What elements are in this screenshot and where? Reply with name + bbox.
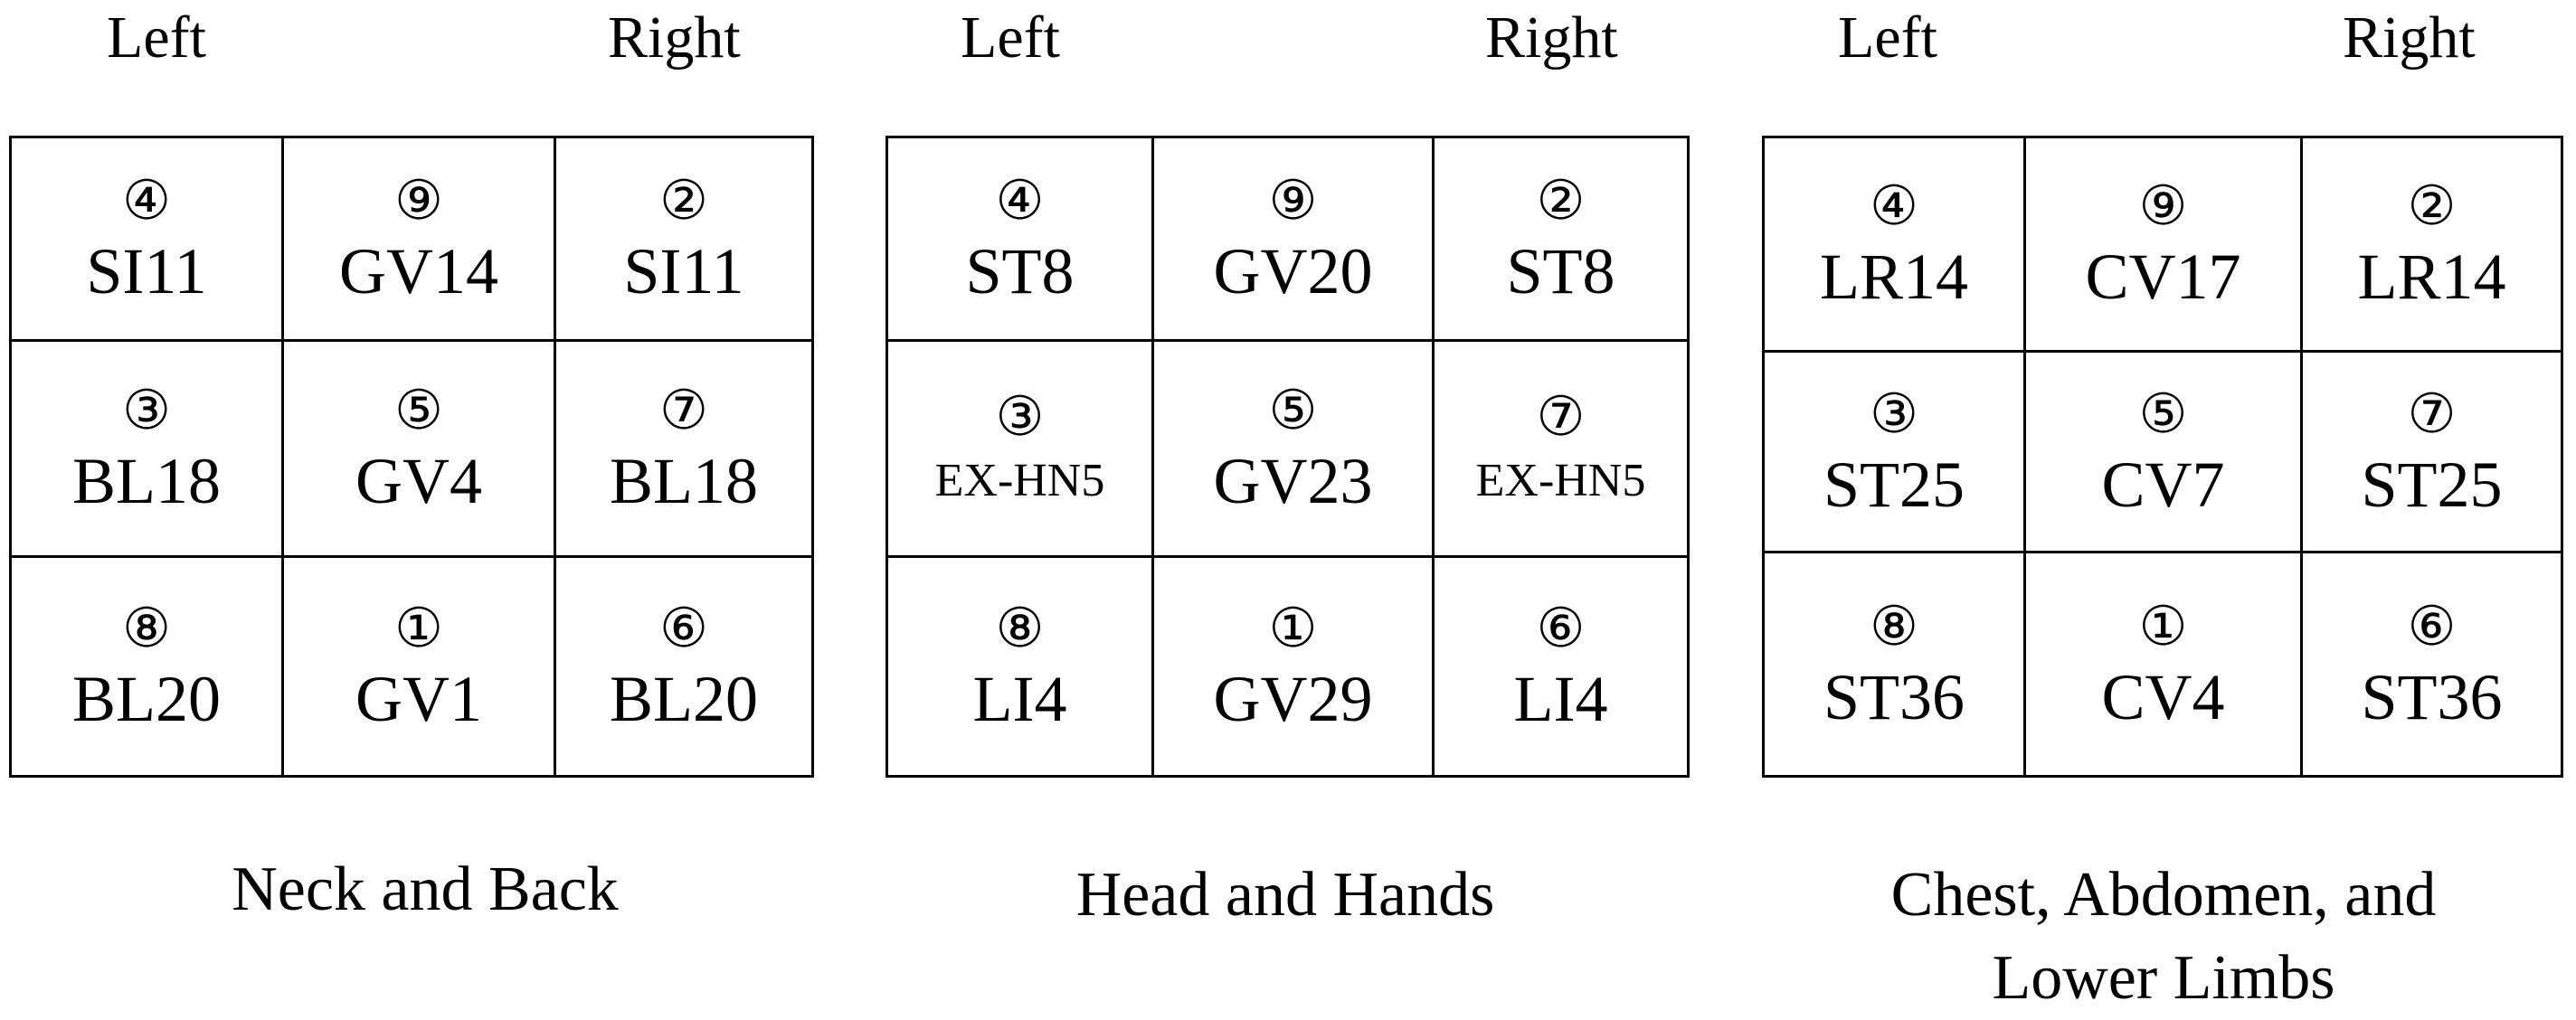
acupoint-code: ST8 [1506,235,1615,307]
acupoint-code: LI4 [972,663,1067,735]
order-number: ② [659,169,708,232]
order-number: ⑥ [1536,597,1586,660]
acupoint-code: BL18 [71,445,221,517]
acupoint-code: ST25 [2361,448,2503,521]
order-number: ① [2138,594,2188,658]
acupoint-code: ST36 [1823,660,1965,733]
acupoint-code: GV20 [1213,235,1373,307]
acupoint-code: EX-HN5 [934,455,1105,506]
acupoint-code: GV29 [1213,663,1373,735]
acupoint-code: GV23 [1213,445,1373,517]
order-number: ⑤ [394,379,443,442]
order-number: ③ [1870,382,1918,446]
order-number: ⑤ [1268,379,1318,442]
order-number: ⑥ [2407,594,2457,658]
order-number: ⑧ [122,597,171,660]
acupoint-code: EX-HN5 [1475,455,1646,506]
panel-caption: Head and Hands [1075,860,1495,930]
acupoint-code: BL20 [71,663,221,735]
panel-caption: Neck and Back [232,855,619,924]
order-number: ④ [995,169,1045,232]
order-number: ⑧ [1870,594,1918,658]
acupoint-code: GV1 [355,663,482,735]
acupoint-code: SI11 [623,235,744,307]
order-number: ⑥ [659,597,708,660]
order-number: ① [394,597,443,660]
order-number: ⑦ [659,379,708,442]
left-label: Left [961,5,1060,71]
acupoint-code: BL18 [609,445,758,517]
acupoint-code: CV7 [2101,448,2225,521]
order-number: ① [1268,597,1318,660]
acupoint-code: CV4 [2101,660,2225,733]
panel-caption: Chest, Abdomen, and Lower Limbs [1890,860,2437,1013]
order-number: ④ [122,169,171,232]
acupoint-code: ST8 [965,235,1075,307]
order-number: ② [1536,169,1586,232]
acupoint-code: ST36 [2361,660,2503,733]
acupoint-code: SI11 [86,235,207,307]
order-number: ⑨ [394,169,443,232]
acupoint-code: LI4 [1513,663,1608,735]
right-label: Right [2343,5,2476,71]
grid-cell: ⑦ EX-HN5 [1435,342,1687,558]
order-number: ③ [995,385,1045,449]
acupoint-code: LR14 [1819,241,1968,313]
order-number: ② [2407,175,2457,238]
grid-cell: ③ EX-HN5 [888,342,1154,558]
acupoint-code: ST25 [1823,448,1965,521]
left-label: Left [107,5,206,71]
order-number: ⑨ [1268,169,1318,232]
acupoint-code: CV17 [2085,241,2241,313]
right-label: Right [608,5,741,71]
order-number: ⑨ [2138,175,2188,238]
acupoint-code: GV4 [355,445,482,517]
acupoint-code: BL20 [609,663,758,735]
order-number: ⑦ [2407,382,2457,446]
order-number: ③ [122,379,171,442]
order-number: ⑦ [1536,385,1586,449]
right-label: Right [1485,5,1618,71]
acupoint-code: LR14 [2357,241,2506,313]
order-number: ⑧ [995,597,1045,660]
left-label: Left [1838,5,1937,71]
order-number: ④ [1870,175,1918,238]
acupoint-code: GV14 [339,235,498,307]
order-number: ⑤ [2138,382,2188,446]
